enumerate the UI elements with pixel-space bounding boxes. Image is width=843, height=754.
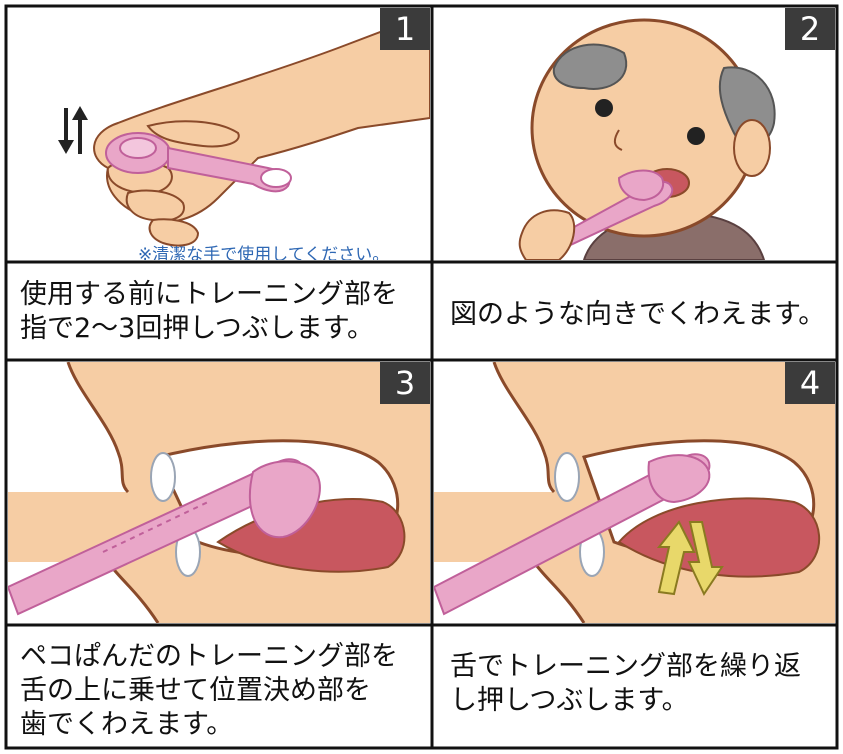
step-number-2: 2 [785, 8, 835, 50]
step-4-illustration: 4 [434, 362, 835, 623]
elderly-man-holding-device-illustration [434, 8, 835, 260]
step-3-illustration: 3 [8, 362, 430, 623]
tongue-pressing-illustration [434, 362, 835, 623]
clean-hands-note: ※清潔な手で使用してください。 [138, 240, 389, 260]
step-3-caption-line-3: 歯でくわえます。 [20, 708, 233, 742]
step-1-caption-line-2: 指で2〜3回押しつぶします。 [20, 312, 374, 346]
step-2-illustration: 2 [434, 8, 835, 260]
up-down-arrows-icon [58, 106, 88, 154]
step-1-caption-line-1: 使用する前にトレーニング部を [20, 278, 398, 312]
step-4-caption-line-2: し押しつぶします。 [450, 684, 689, 718]
step-3-caption-line-1: ペコぱんだのトレーニング部を [20, 640, 398, 674]
step-4-caption-line-1: 舌でトレーニング部を繰り返 [450, 650, 801, 684]
step-3-caption-line-2: 舌の上に乗せて位置決め部を [20, 674, 371, 708]
hand-pressing-device-illustration [8, 8, 430, 260]
step-2-caption: 図のような向きでくわえます。 [450, 298, 825, 332]
step-number-1: 1 [380, 8, 430, 50]
mouth-cross-section-illustration [8, 362, 430, 623]
step-number-3: 3 [380, 362, 430, 404]
step-1-illustration: 1 ※清潔な手で使用してください。 [8, 8, 430, 260]
step-number-4: 4 [785, 362, 835, 404]
